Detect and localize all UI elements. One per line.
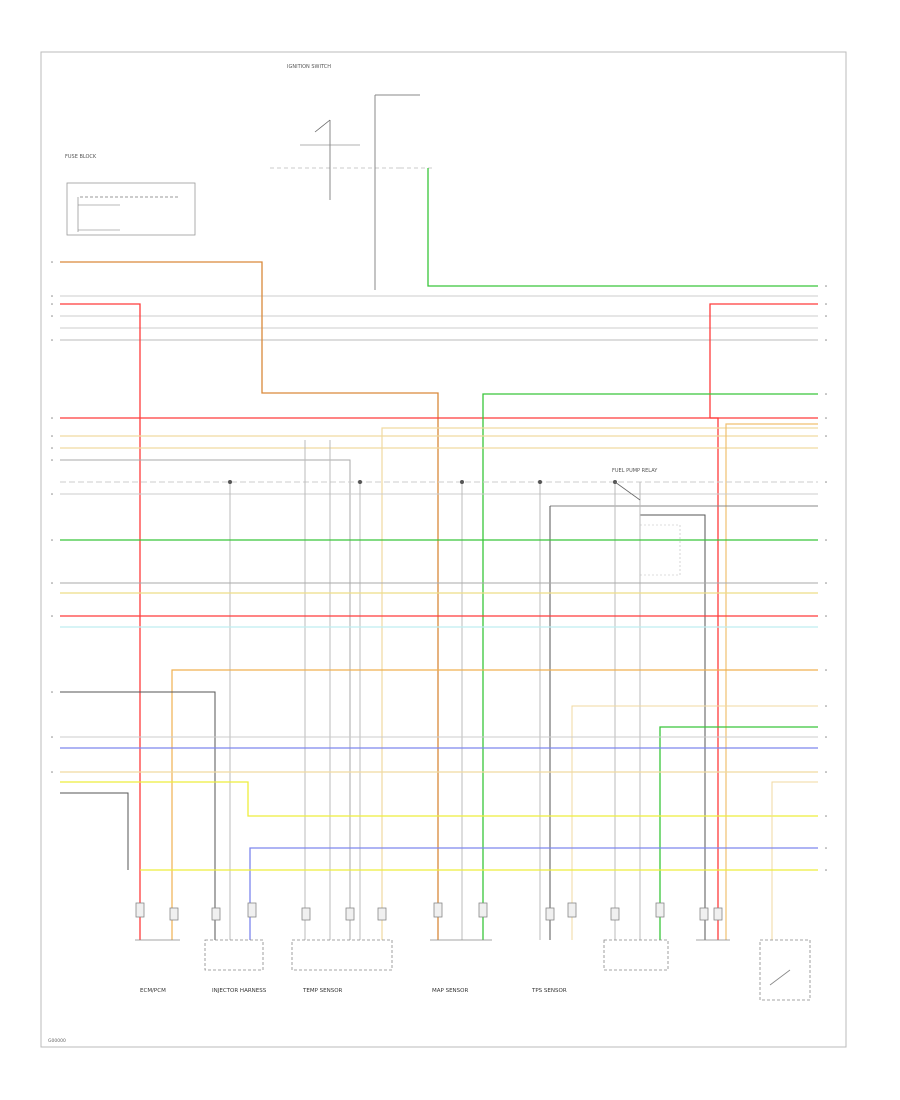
connector-stubs [135,902,723,921]
pin-marks-left [51,261,53,773]
wire-red-drop [710,417,719,940]
bottom-components [135,939,811,1001]
wire-green-lower [659,726,818,940]
wire-black-drop-2 [640,514,706,940]
caption-map: MAP SENSOR [432,988,468,994]
wire-red-right [709,303,818,418]
wire-black-short [60,792,129,870]
wire-orange [60,261,439,940]
relay-box: FUEL PUMP RELAY [612,468,681,576]
caption-temp: TEMP SENSOR [302,988,343,994]
wire-tan-drop-2 [725,423,818,940]
wire-tan-drop [381,427,818,940]
caption-ecm: ECM/PCM [140,988,166,994]
fuse-inset-caption: FUSE BLOCK [65,154,97,160]
caption-injector: INJECTOR HARNESS [212,988,267,994]
caption-tps: TPS SENSOR [531,988,567,994]
wire-red-left [60,303,141,940]
wire-black-lower [60,691,216,940]
wire-tan-lower [571,705,818,940]
wire-tan-right [771,781,818,940]
footer-code: G00000 [48,1038,66,1044]
diagram-border [40,51,847,1048]
wire-green-mid [482,393,818,940]
wire-yellow-1 [60,781,818,817]
relay-caption: FUEL PUMP RELAY [612,468,658,474]
fuse-inset: FUSE BLOCK [65,154,196,236]
ignition-area: IGNITION SWITCH [270,64,435,290]
wire-green-top [427,168,818,287]
wire-orange-lower [171,669,818,940]
pin-marks-right [825,285,827,871]
wire-blue-lower [249,847,818,940]
ignition-caption: IGNITION SWITCH [287,64,331,70]
wire-gray-drop [60,459,351,940]
